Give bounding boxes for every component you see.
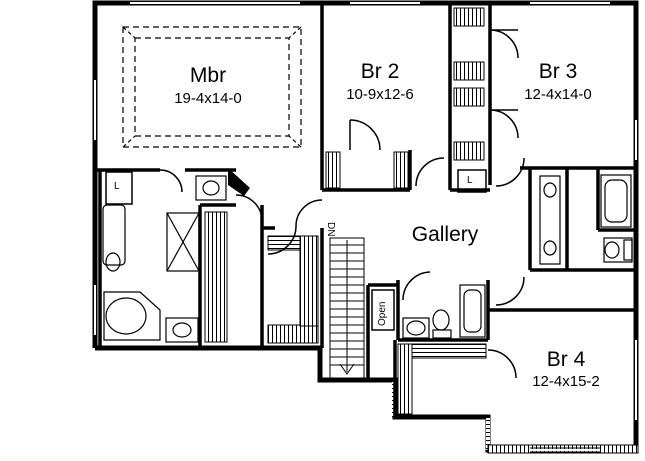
staircase xyxy=(329,237,365,379)
closet-shelving xyxy=(204,7,487,415)
room-size-br2: 10-9x12-6 xyxy=(346,86,414,103)
stair-down-label: DN xyxy=(325,222,336,237)
linen-closets xyxy=(105,169,487,205)
linen-label-hall: L xyxy=(467,175,473,186)
linen-label-mbr: L xyxy=(114,181,120,192)
room-name-br2: Br 2 xyxy=(360,60,400,83)
room-size-br3: 12-4x14-0 xyxy=(524,86,592,103)
open-label: Open xyxy=(377,301,388,326)
windows xyxy=(94,2,637,451)
room-name-br4: Br 4 xyxy=(546,348,586,371)
room-name-mbr: Mbr xyxy=(189,64,227,87)
interior-walls xyxy=(95,3,636,417)
door-swings xyxy=(159,29,525,379)
room-size-br4: 12-4x15-2 xyxy=(532,373,600,390)
window-frames xyxy=(92,0,639,453)
tray-ceiling xyxy=(122,26,302,148)
room-name-br3: Br 3 xyxy=(538,60,578,83)
open-niche xyxy=(371,289,395,331)
fixtures xyxy=(102,174,633,343)
fireplace-chase xyxy=(228,168,250,196)
room-name-gallery: Gallery xyxy=(411,223,479,246)
room-size-mbr: 19-4x14-0 xyxy=(174,90,242,107)
